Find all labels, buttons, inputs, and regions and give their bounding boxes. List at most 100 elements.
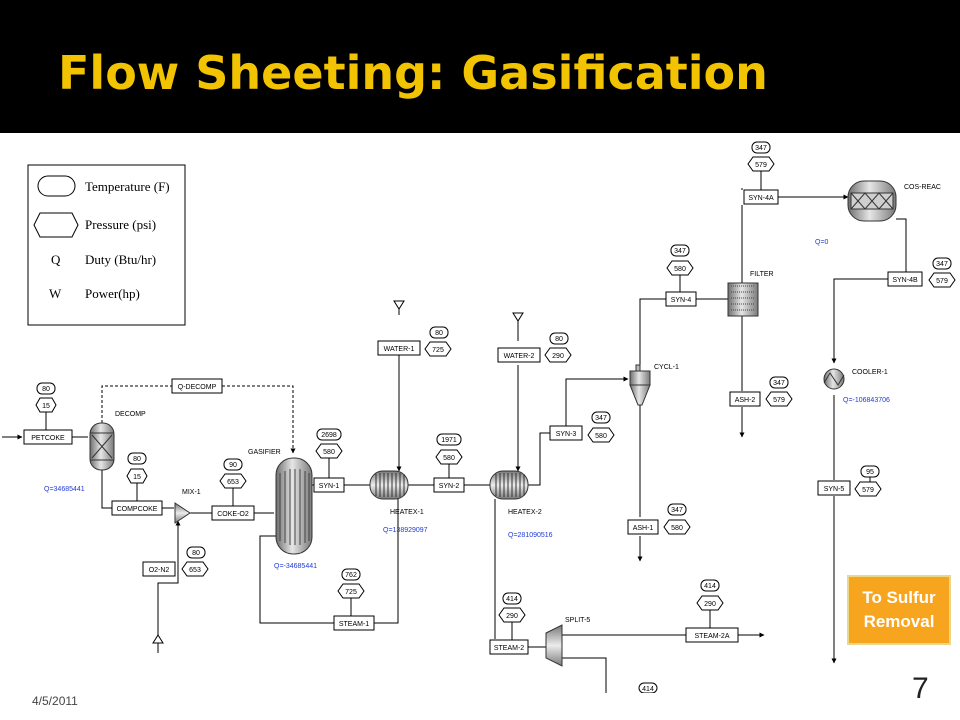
syn4-pressure: 580 xyxy=(674,266,686,273)
stream-syn4b: SYN-4B xyxy=(892,277,918,284)
syn5-temperature: 95 xyxy=(866,469,874,476)
ash2-temperature: 347 xyxy=(773,380,785,387)
legend-duty: Duty (Btu/hr) xyxy=(85,252,156,267)
syn2-temperature: 1971 xyxy=(441,437,457,444)
water1-feed-arrow xyxy=(393,300,405,310)
duty-heatex1: Q=138929097 xyxy=(383,527,428,534)
stream-steam2a: STEAM-2A xyxy=(694,633,729,640)
stream-compcoke: COMPCOKE xyxy=(117,506,158,513)
stream-petcoke: PETCOKE xyxy=(31,435,65,442)
syn5-pressure: 579 xyxy=(862,487,874,494)
footer-date: 4/5/2011 xyxy=(32,694,78,708)
stream-steam1: STEAM-1 xyxy=(339,621,369,628)
mixer xyxy=(174,502,191,524)
duty-cooler1: Q=-106843706 xyxy=(843,397,890,404)
syn3-pressure: 580 xyxy=(595,433,607,440)
syn4b-temperature: 347 xyxy=(936,261,948,268)
syn4a-temperature: 347 xyxy=(755,145,767,152)
stream-steam2: STEAM-2 xyxy=(494,645,524,652)
water1-pressure: 725 xyxy=(432,347,444,354)
steam2-pressure: 290 xyxy=(506,613,518,620)
stream-conditions: 80 15 80 15 80 653 90 653 2698 580 80 72… xyxy=(35,141,956,693)
callout-line-2: Removal xyxy=(863,612,935,631)
decomp-reactor xyxy=(89,422,115,471)
syn4-temperature: 347 xyxy=(674,248,686,255)
label-heatex2: HEATEX-2 xyxy=(508,509,542,516)
stream-lines xyxy=(2,188,907,693)
title-bar xyxy=(0,0,960,133)
feed-arrows xyxy=(152,300,524,644)
steam1-pressure: 725 xyxy=(345,589,357,596)
steam2b-temperature: 414 xyxy=(642,686,654,693)
steam2a-pressure: 290 xyxy=(704,601,716,608)
ash1-temperature: 347 xyxy=(671,507,683,514)
heatex2-exchanger xyxy=(489,470,529,500)
stream-syn1: SYN-1 xyxy=(319,483,340,490)
label-gasifier: GASIFIER xyxy=(248,449,281,456)
duty-labels: Q=34685441 Q=-34685441 Q=138929097 Q=281… xyxy=(44,239,890,570)
legend-pressure: Pressure (psi) xyxy=(85,217,156,232)
ash1-pressure: 580 xyxy=(671,525,683,532)
stream-syn4a: SYN-4A xyxy=(748,195,774,202)
stream-ash2: ASH-2 xyxy=(735,397,756,404)
temperature-symbol xyxy=(37,175,76,197)
o2n2-pressure: 653 xyxy=(189,567,201,574)
label-heatex1: HEATEX-1 xyxy=(390,509,424,516)
label-filter: FILTER xyxy=(750,271,774,278)
stream-cokeo2: COKE-O2 xyxy=(217,511,249,518)
label-cycl1: CYCL-1 xyxy=(654,364,679,371)
duty-gasifier: Q=-34685441 xyxy=(274,563,317,570)
cooler1-exchanger xyxy=(823,368,845,390)
heatex1-exchanger xyxy=(369,470,409,500)
cosreac-reactor xyxy=(847,180,897,222)
stream-labels: PETCOKE COMPCOKE O2-N2 COKE-O2 Q-DECOMP … xyxy=(23,189,923,655)
steam2-temperature: 414 xyxy=(506,596,518,603)
legend-temperature: Temperature (F) xyxy=(85,179,170,194)
syn4a-pressure: 579 xyxy=(755,162,767,169)
syn4b-pressure: 579 xyxy=(936,278,948,285)
water1-temperature: 80 xyxy=(435,330,443,337)
splitter xyxy=(545,624,563,667)
stream-water1: WATER-1 xyxy=(384,346,415,353)
petcoke-pressure: 15 xyxy=(42,403,50,410)
legend-duty-symbol: Q xyxy=(51,252,61,267)
duty-decomp: Q=34685441 xyxy=(44,486,85,493)
o2n2-temperature: 80 xyxy=(192,550,200,557)
process-flowsheet: Temperature (F) Pressure (psi) Q Duty (B… xyxy=(2,141,956,693)
label-decomp: DECOMP xyxy=(115,411,146,418)
label-mix1: MIX-1 xyxy=(182,489,201,496)
callout-line-1: To Sulfur xyxy=(862,588,936,607)
to-sulfur-removal-callout: To Sulfur Removal xyxy=(847,575,951,645)
stream-qdecomp: Q-DECOMP xyxy=(178,384,217,391)
stream-syn3: SYN-3 xyxy=(556,431,577,438)
filter-unit xyxy=(727,282,759,317)
syn1-temperature: 2698 xyxy=(321,432,337,439)
stream-syn2: SYN-2 xyxy=(439,483,460,490)
gasifier-vessel xyxy=(275,457,313,555)
stream-water2: WATER-2 xyxy=(504,353,535,360)
equipment: DECOMP MIX-1 GASIFIER HEAT xyxy=(89,180,941,667)
petcoke-temperature: 80 xyxy=(42,386,50,393)
steam2a-temperature: 414 xyxy=(704,583,716,590)
label-split5: SPLIT-5 xyxy=(565,617,590,624)
stream-o2n2: O2-N2 xyxy=(149,567,170,574)
cokeo2-pressure: 653 xyxy=(227,479,239,486)
syn3-temperature: 347 xyxy=(595,415,607,422)
o2n2-feed-arrow xyxy=(152,634,164,644)
duty-heatex2: Q=281090516 xyxy=(508,532,553,539)
water2-feed-arrow xyxy=(512,312,524,322)
ash2-pressure: 579 xyxy=(773,397,785,404)
label-cooler1: COOLER-1 xyxy=(852,369,888,376)
water2-pressure: 290 xyxy=(552,353,564,360)
cokeo2-temperature: 90 xyxy=(229,462,237,469)
syn1-pressure: 580 xyxy=(323,449,335,456)
stream-syn4: SYN-4 xyxy=(671,297,692,304)
cyclone xyxy=(629,364,651,406)
water2-temperature: 80 xyxy=(555,336,563,343)
duty-cosreac: Q=0 xyxy=(815,239,829,246)
page-number: 7 xyxy=(912,672,929,705)
syn2-pressure: 580 xyxy=(443,455,455,462)
legend-power-symbol: W xyxy=(49,286,62,301)
label-cosreac: COS-REAC xyxy=(904,184,941,191)
slide-title: Flow Sheeting: Gasification xyxy=(58,46,768,100)
